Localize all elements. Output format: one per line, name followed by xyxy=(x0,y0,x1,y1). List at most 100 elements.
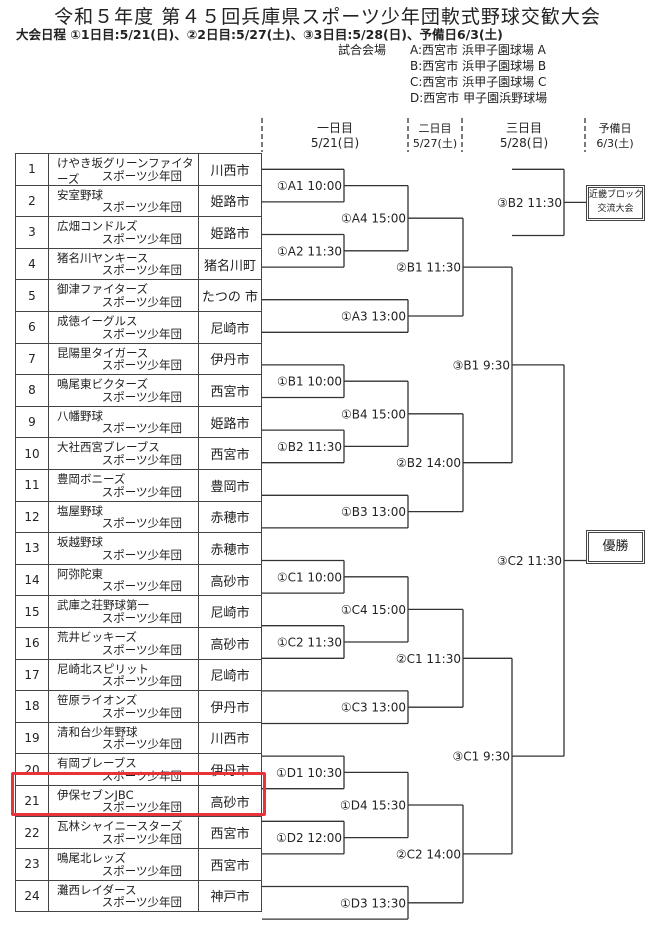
team-number: 12 xyxy=(15,500,49,534)
schedule-line: 大会日程 ①1日目:5/21(日)、②2日目:5/27(土)、③3日目:5/28… xyxy=(16,27,503,42)
team-name-cell: 阿弥陀東スポーツ少年団 xyxy=(48,563,199,597)
team-row: 23 鳴尾北レッズスポーツ少年団 西宮市 xyxy=(15,848,262,881)
match-label-C3: ①C3 13:00 xyxy=(341,701,406,715)
team-number: 24 xyxy=(15,879,49,913)
team-name-cell: 清和台少年野球スポーツ少年団 xyxy=(48,721,199,755)
team-city: 尼崎市 xyxy=(198,658,262,692)
venue-c: C:西宮市 浜甲子園球場 C xyxy=(410,75,547,89)
team-name: 塩屋野球 xyxy=(57,503,103,518)
team-name: 伊保セブンJBC xyxy=(57,787,134,802)
team-city: 伊丹市 xyxy=(198,690,262,723)
team-row: 19 清和台少年野球スポーツ少年団 川西市 xyxy=(15,721,262,755)
venue-b: B:西宮市 浜甲子園球場 B xyxy=(410,59,547,73)
team-suffix: スポーツ少年団 xyxy=(101,642,182,657)
team-suffix: スポーツ少年団 xyxy=(101,579,182,594)
team-suffix: スポーツ少年団 xyxy=(101,200,182,215)
match-label-D1: ①D1 10:30 xyxy=(276,766,342,780)
venue-label: 試合会場 xyxy=(338,43,387,57)
match-label-D2: ①D2 12:00 xyxy=(276,831,342,845)
team-suffix: スポーツ少年団 xyxy=(101,705,182,720)
team-row: 13 坂越野球スポーツ少年団 赤穂市 xyxy=(15,532,262,565)
team-row: 9 八幡野球スポーツ少年団 姫路市 xyxy=(15,405,262,439)
kinki-block-box: 近畿ブロック交流大会 xyxy=(586,185,645,221)
team-name: 鳴尾東ビクターズ xyxy=(57,377,148,392)
team-name: 坂越野球 xyxy=(57,535,103,550)
team-suffix: スポーツ少年団 xyxy=(101,516,182,531)
team-name-cell: 豊岡ボニーズスポーツ少年団 xyxy=(48,468,199,502)
team-name: 八幡野球 xyxy=(57,408,103,423)
team-name: 阿弥陀東 xyxy=(57,566,103,581)
team-city: 姫路市 xyxy=(198,184,262,218)
match-label-d3B1: ③B1 9:30 xyxy=(453,358,510,372)
team-city: 赤穂市 xyxy=(198,500,262,534)
team-name-cell: 尼崎北スピリットスポーツ少年団 xyxy=(48,658,199,692)
team-city: 高砂市 xyxy=(198,563,262,597)
team-number: 4 xyxy=(15,247,49,281)
match-label-B3: ①B3 13:00 xyxy=(341,505,406,519)
team-suffix: スポーツ少年団 xyxy=(101,421,182,436)
team-name: 安室野球 xyxy=(57,187,103,202)
match-label-d2B2: ②B2 14:00 xyxy=(396,456,461,470)
team-name: 成徳イーグルス xyxy=(57,313,138,328)
venue-d: D:西宮市 甲子園浜野球場 xyxy=(410,91,548,105)
team-row: 14 阿弥陀東スポーツ少年団 高砂市 xyxy=(15,563,262,597)
venue-a: A:西宮市 浜甲子園球場 A xyxy=(410,43,546,57)
team-suffix: スポーツ少年団 xyxy=(101,358,182,373)
team-suffix: スポーツ少年団 xyxy=(101,863,182,878)
team-city: 川西市 xyxy=(198,153,262,186)
team-name: 清和台少年野球 xyxy=(57,724,138,739)
match-label-d2B1: ②B1 11:30 xyxy=(396,261,461,275)
team-name-cell: 成徳イーグルススポーツ少年団 xyxy=(48,310,199,344)
team-suffix: スポーツ少年団 xyxy=(101,452,182,467)
team-name: 御津ファイターズ xyxy=(57,282,148,297)
team-name-cell: 塩屋野球スポーツ少年団 xyxy=(48,500,199,534)
team-suffix: スポーツ少年団 xyxy=(101,231,182,246)
match-label-d2C2: ②C2 14:00 xyxy=(396,847,461,861)
team-name-cell: 灘西レイダーススポーツ少年団 xyxy=(48,879,199,913)
team-suffix: スポーツ少年団 xyxy=(101,737,182,752)
team-row: 5 御津ファイターズスポーツ少年団 たつの 市 xyxy=(15,279,262,312)
team-row: 17 尼崎北スピリットスポーツ少年団 尼崎市 xyxy=(15,658,262,692)
match-label-A3: ①A3 13:00 xyxy=(341,310,406,324)
team-name-cell: 坂越野球スポーツ少年団 xyxy=(48,532,199,565)
team-number: 22 xyxy=(15,816,49,850)
team-row: 24 灘西レイダーススポーツ少年団 神戸市 xyxy=(15,879,262,913)
team-row: 18 笹原ライオンズスポーツ少年団 伊丹市 xyxy=(15,690,262,723)
page-title: 令和５年度 第４５回兵庫県スポーツ少年団軟式野球交歓大会 xyxy=(54,6,601,28)
match-label-C1: ①C1 10:00 xyxy=(277,570,342,584)
match-label-A1: ①A1 10:00 xyxy=(277,179,342,193)
team-name: 笹原ライオンズ xyxy=(57,693,138,708)
team-suffix: スポーツ少年団 xyxy=(101,832,182,847)
team-suffix: スポーツ少年団 xyxy=(101,547,182,562)
team-name-cell: 武庫之荘野球第一スポーツ少年団 xyxy=(48,595,199,628)
team-name: 尼崎北スピリット xyxy=(57,661,149,676)
team-number: 11 xyxy=(15,468,49,502)
match-label-D4: ①D4 15:30 xyxy=(340,799,406,813)
team-name: 大社西宮ブレーブス xyxy=(57,440,160,455)
team-name-cell: 荒井ビッキーズスポーツ少年団 xyxy=(48,626,199,660)
match-label-B1: ①B1 10:00 xyxy=(277,375,342,389)
team-row: 10 大社西宮ブレーブススポーツ少年団 西宮市 xyxy=(15,437,262,470)
team-name: 豊岡ボニーズ xyxy=(57,471,126,486)
team-city: 神戸市 xyxy=(198,879,262,913)
team-suffix: スポーツ少年団 xyxy=(101,610,182,625)
team-row: 3 広畑コンドルズスポーツ少年団 姫路市 xyxy=(15,216,262,249)
match-label-B2: ①B2 11:30 xyxy=(277,440,342,454)
match-label-A2: ①A2 11:30 xyxy=(277,244,342,258)
team-name: 猪名川ヤンキース xyxy=(57,250,149,265)
team-name: けやき坂グリーンファイターズ xyxy=(57,156,194,186)
match-label-d3C1: ③C1 9:30 xyxy=(452,750,510,764)
team-name-cell: 御津ファイターズスポーツ少年団 xyxy=(48,279,199,312)
match-label-C4: ①C4 15:00 xyxy=(341,603,406,617)
team-name: 鳴尾北レッズ xyxy=(57,851,126,866)
team-suffix: スポーツ少年団 xyxy=(101,674,182,689)
team-name-cell: 笹原ライオンズスポーツ少年団 xyxy=(48,690,199,723)
team-suffix: スポーツ少年団 xyxy=(101,389,182,404)
team-name: 荒井ビッキーズ xyxy=(57,629,137,644)
